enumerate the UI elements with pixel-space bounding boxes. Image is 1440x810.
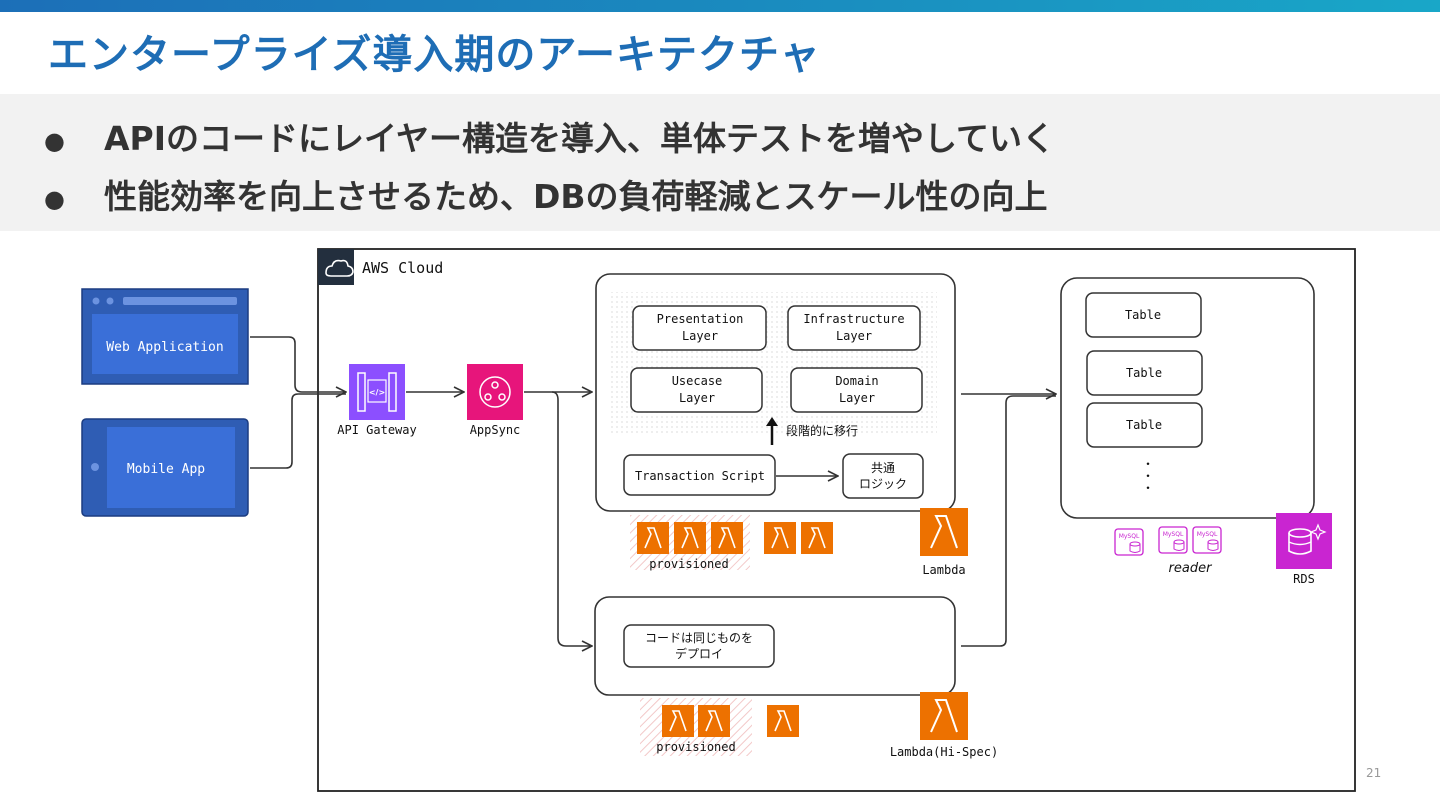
slide-title: エンタープライズ導入期のアーキテクチャ xyxy=(48,32,821,78)
table-box: Table xyxy=(1086,350,1203,396)
bullet-dot-icon: ● xyxy=(44,126,65,155)
appsync-node: AppSync xyxy=(467,364,523,437)
aws-cloud-frame xyxy=(317,248,1356,792)
appsync-icon xyxy=(467,364,523,420)
provisioned-lambda-group xyxy=(662,705,730,737)
bullet-dot-icon: ● xyxy=(44,184,65,213)
cloud-icon xyxy=(325,259,354,277)
ondemand-lambda-group xyxy=(764,522,833,554)
rds-icon xyxy=(1276,513,1332,569)
transaction-script-label: Transaction Script xyxy=(635,469,765,483)
deploy-note-box: コードは同じものを デプロイ xyxy=(623,624,775,668)
api-gateway-label: API Gateway xyxy=(337,423,416,437)
mysql-icon: MySQL xyxy=(1192,526,1222,554)
lambda-icon xyxy=(711,522,743,554)
more-dot: ・ xyxy=(1142,469,1154,483)
lambda-service-icon xyxy=(920,692,968,740)
infrastructure-layer-label: Infrastructure xyxy=(803,312,904,326)
provisioned-area xyxy=(640,698,752,756)
more-dot: ・ xyxy=(1142,457,1154,471)
presentation-layer-label: Presentation xyxy=(657,312,744,326)
mysql-icon: MySQL xyxy=(1114,528,1144,556)
mysql-label: MySQL xyxy=(1119,533,1140,540)
lambda-icon xyxy=(764,522,796,554)
provisioned-label: provisioned xyxy=(649,557,728,571)
presentation-layer-box: Presentation Layer xyxy=(632,305,767,351)
presentation-layer-label: Layer xyxy=(682,329,718,343)
top-accent-bar xyxy=(0,0,1440,12)
table-label: Table xyxy=(1125,308,1161,322)
appsync-label: AppSync xyxy=(470,423,521,437)
lambda-icon xyxy=(801,522,833,554)
web-application-node: Web Application xyxy=(81,288,249,385)
lambda-label: Lambda xyxy=(922,563,965,577)
common-logic-box: 共通 ロジック xyxy=(842,453,924,499)
cloud-icon-bg xyxy=(318,249,354,285)
page-number: 21 xyxy=(1366,766,1382,780)
transaction-script-box: Transaction Script xyxy=(623,454,776,496)
lambda-container xyxy=(595,273,956,512)
provisioned-label: provisioned xyxy=(656,740,735,754)
web-to-apigw-arrow xyxy=(250,336,346,392)
lambda-hispec-container xyxy=(594,596,956,696)
hispec-to-db-arrow xyxy=(961,395,1056,647)
deploy-note-label: デプロイ xyxy=(675,646,723,661)
bullet-text: 性能効率を向上させるため、DBの負荷軽減とスケール性の向上 xyxy=(104,177,1048,216)
table-label: Table xyxy=(1126,366,1162,380)
deploy-note-label: コードは同じものを xyxy=(645,631,753,645)
mysql-reader-group: MySQL MySQL MySQL xyxy=(1114,526,1222,556)
usecase-layer-label: Layer xyxy=(679,391,715,405)
aws-cloud-label: AWS Cloud xyxy=(362,259,443,277)
domain-layer-label: Domain xyxy=(835,374,878,388)
svg-text:</>: </> xyxy=(369,388,385,397)
bullet-text: APIのコードにレイヤー構造を導入、単体テストを増やしていく xyxy=(104,119,1056,158)
more-dot: ・ xyxy=(1142,481,1154,495)
table-label: Table xyxy=(1126,418,1162,432)
usecase-layer-box: Usecase Layer xyxy=(630,367,763,413)
rds-label: RDS xyxy=(1293,572,1315,586)
mobile-app-node: Mobile App xyxy=(81,418,249,517)
appsync-to-hispec-arrow xyxy=(551,391,592,646)
provisioned-lambda-group xyxy=(637,522,743,554)
reader-label: reader xyxy=(1169,561,1214,576)
mysql-label: MySQL xyxy=(1163,531,1184,538)
mysql-icon: MySQL xyxy=(1158,526,1188,554)
web-application-label: Web Application xyxy=(106,340,223,355)
lambda-icon xyxy=(674,522,706,554)
lambda-service-icon xyxy=(920,508,968,556)
table-box: Table xyxy=(1086,402,1203,448)
api-gateway-node: </> API Gateway xyxy=(337,364,417,437)
usecase-layer-label: Usecase xyxy=(672,374,723,388)
bullet-item: ● 性能効率を向上させるため、DBの負荷軽減とスケール性の向上 xyxy=(44,170,1048,218)
bullet-item: ● APIのコードにレイヤー構造を導入、単体テストを増やしていく xyxy=(44,112,1055,160)
domain-layer-box: Domain Layer xyxy=(790,367,923,413)
migrate-note: 段階的に移行 xyxy=(786,423,858,438)
bullet-band: ● APIのコードにレイヤー構造を導入、単体テストを増やしていく ● 性能効率を向上… xyxy=(0,94,1440,231)
mobile-app-label: Mobile App xyxy=(127,462,205,477)
mobile-to-apigw-arrow xyxy=(250,393,346,469)
lambda-icon xyxy=(767,705,799,737)
migrate-arrow-head-icon xyxy=(766,417,778,426)
common-logic-label: ロジック xyxy=(859,477,907,491)
lambda-icon xyxy=(698,705,730,737)
table-box: Table xyxy=(1085,292,1202,338)
infrastructure-layer-box: Infrastructure Layer xyxy=(787,305,921,351)
mysql-label: MySQL xyxy=(1197,531,1218,538)
lambda-icon xyxy=(662,705,694,737)
lambda-icon xyxy=(637,522,669,554)
common-logic-label: 共通 xyxy=(871,461,895,475)
database-container xyxy=(1060,277,1315,519)
infrastructure-layer-label: Layer xyxy=(836,329,872,343)
lambda-hispec-label: Lambda(Hi-Spec) xyxy=(890,745,998,759)
domain-layer-label: Layer xyxy=(839,391,875,405)
